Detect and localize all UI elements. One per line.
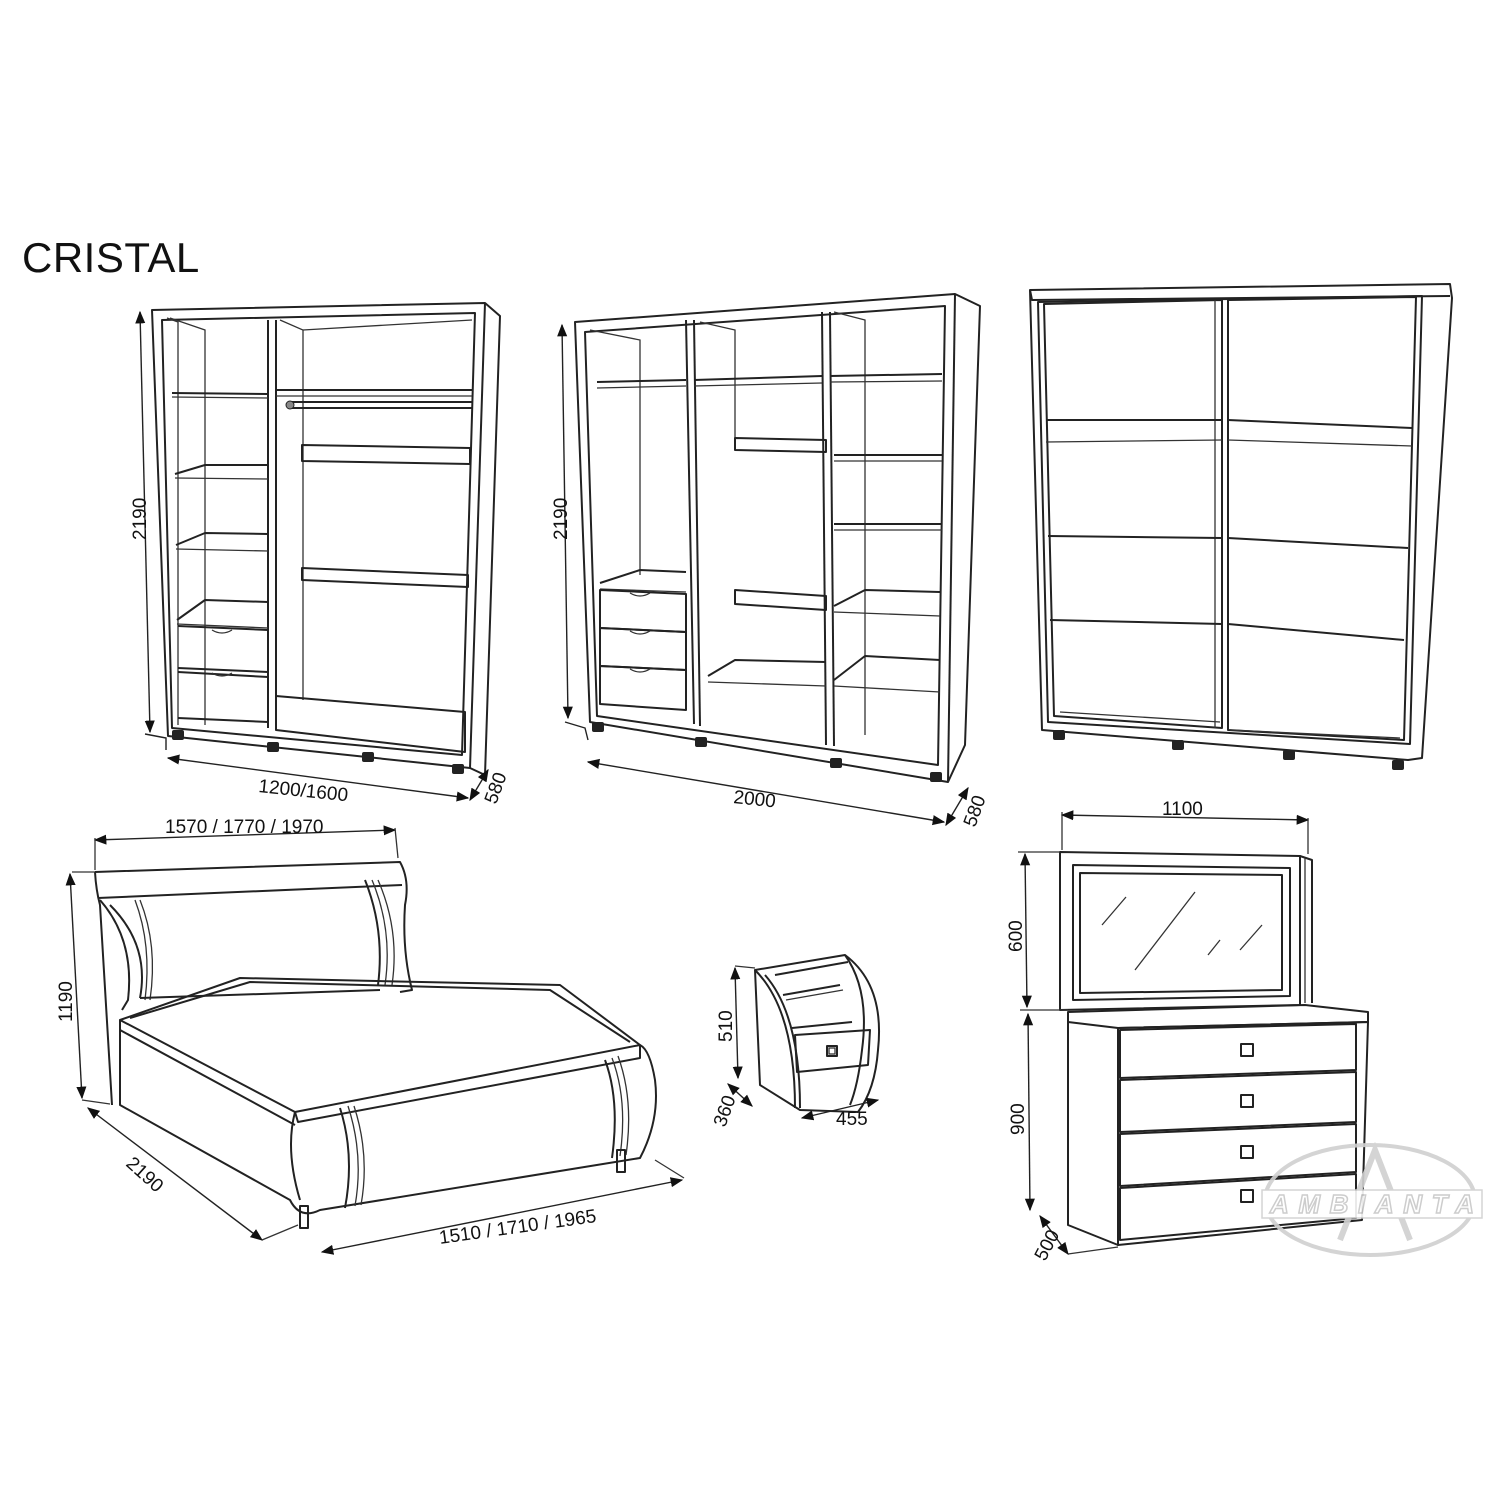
bed-height: 1190 (56, 981, 77, 1022)
wardrobe-2door-dimensions: 2190 1200/1600 580 (130, 310, 512, 807)
dresser-width: 1100 (1162, 799, 1203, 820)
dresser-height: 900 (1008, 1103, 1029, 1135)
ambianta-logo: AMBIANTA (1261, 1141, 1483, 1257)
wardrobe-2door-drawing (151, 302, 501, 776)
dresser-mirror-height: 600 (1006, 920, 1027, 952)
wardrobe-3door-width: 2000 (732, 787, 776, 812)
nightstand-height: 510 (716, 1010, 737, 1042)
wardrobe-3door-height: 2190 (551, 498, 572, 540)
dresser-depth: 500 (1031, 1226, 1064, 1264)
bed-headboard-width: 1570 / 1770 / 1970 (165, 817, 323, 838)
nightstand-drawing (754, 954, 880, 1113)
nightstand-depth: 360 (710, 1093, 741, 1130)
dresser-drawing (1059, 851, 1369, 1246)
wardrobe-sliding-drawing (1029, 283, 1453, 770)
nightstand-width: 455 (836, 1109, 868, 1130)
page-title: CRISTAL (22, 234, 200, 281)
bed-length: 2190 (122, 1153, 167, 1197)
wardrobe-3door-dimensions: 2190 2000 580 (551, 323, 991, 830)
wardrobe-3door-drawing (574, 293, 981, 783)
bed-dimensions: 1570 / 1770 / 1970 1190 2190 1510 / 1710… (56, 817, 685, 1255)
wardrobe-3door-depth: 580 (960, 793, 991, 830)
wardrobe-2door-height: 2190 (130, 498, 151, 540)
bed-drawing (94, 861, 657, 1229)
